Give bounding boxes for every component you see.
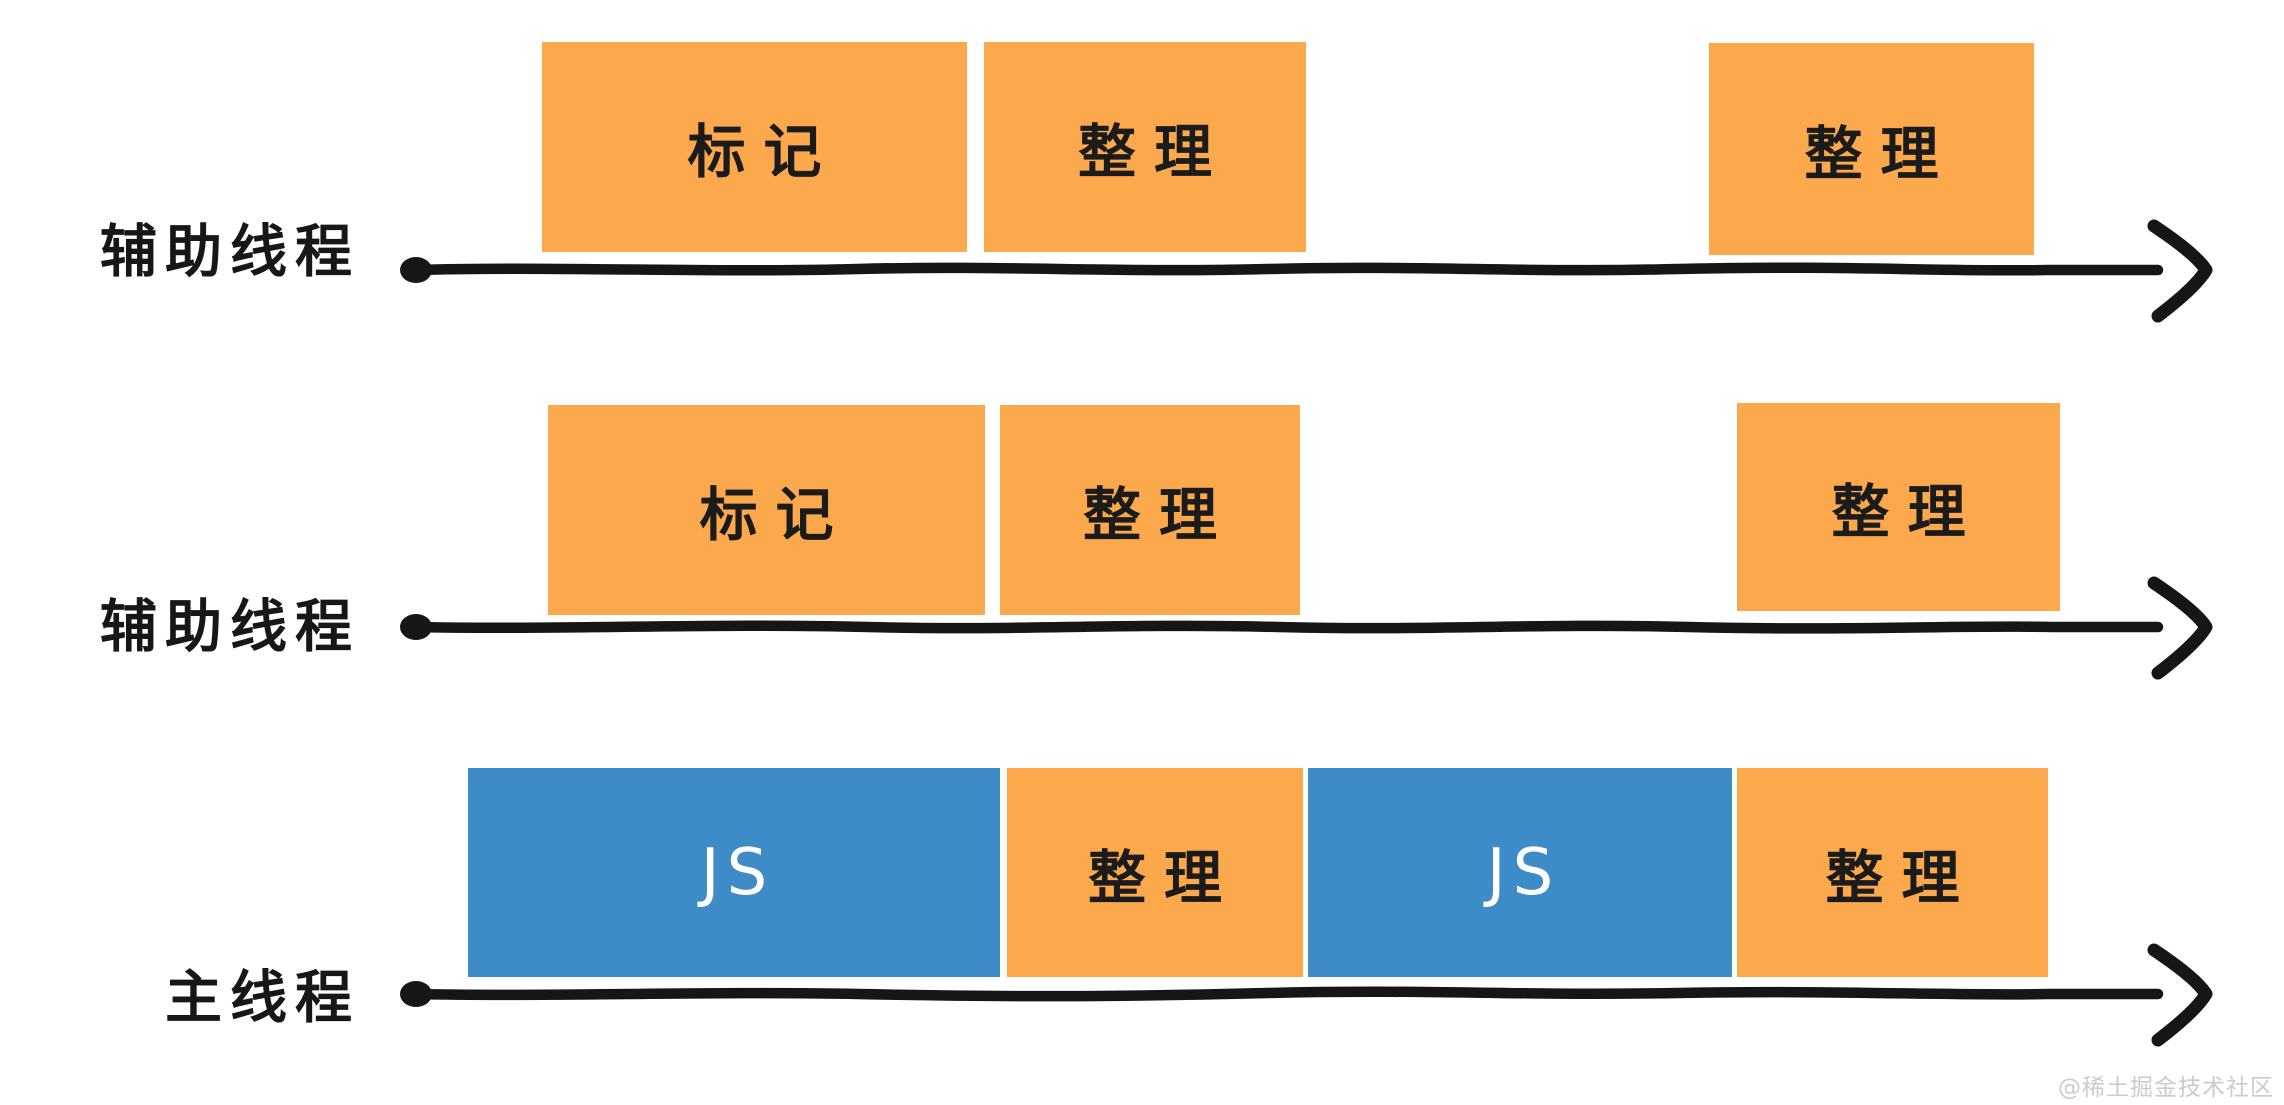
watermark-text: @稀土掘金技术社区: [2058, 1075, 2274, 1101]
arrow-head: [2147, 576, 2213, 680]
thread-label-main: 主线程: [165, 965, 360, 1031]
task-box-js: JS: [1308, 768, 1732, 977]
timeline-arrow: [400, 943, 2213, 1047]
arrow-head: [2147, 943, 2213, 1047]
timeline-arrow: [400, 576, 2213, 680]
task-box-compact: 整理: [984, 42, 1306, 252]
thread-label-helper-1: 辅助线程: [100, 219, 360, 285]
task-box-js: JS: [468, 768, 1000, 977]
arrow-line: [410, 986, 2164, 1002]
task-box-mark: 标记: [542, 42, 967, 252]
task-box-compact: 整理: [1000, 405, 1300, 615]
task-box-compact: 整理: [1737, 768, 2048, 977]
task-box-compact: 整理: [1709, 43, 2034, 255]
task-box-compact: 整理: [1007, 768, 1303, 977]
task-box-mark: 标记: [548, 405, 985, 615]
thread-label-helper-2: 辅助线程: [100, 594, 360, 660]
arrow-line: [410, 620, 2164, 634]
arrow-head: [2147, 219, 2213, 323]
arrow-line: [410, 262, 2164, 276]
task-box-compact: 整理: [1737, 403, 2060, 611]
timeline-arrow: [400, 219, 2213, 323]
